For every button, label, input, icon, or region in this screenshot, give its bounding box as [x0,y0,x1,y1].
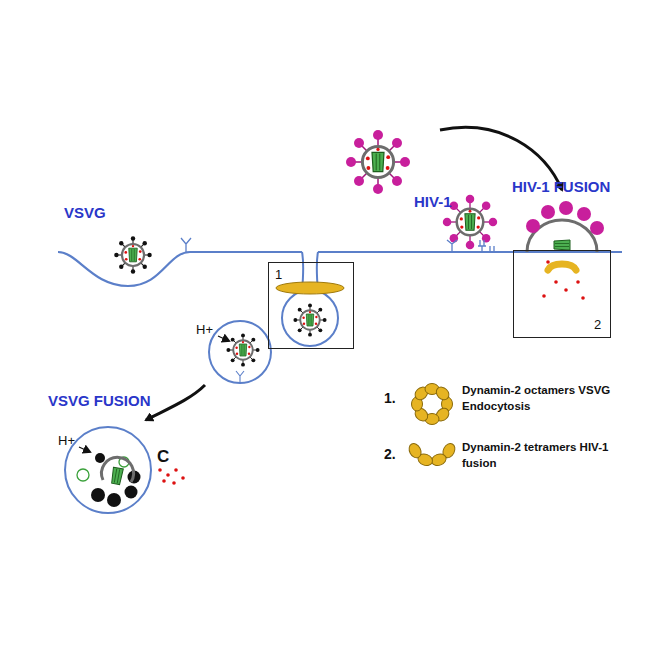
octamer-ring-symbol [404,380,460,428]
proton-label: H+ [58,433,75,448]
capsid-label: C [157,447,169,467]
legend-text: Dynamin-2 octamers VSVG Endocytosis [462,383,612,414]
callout-number: 1 [275,267,282,282]
proton-label: H+ [196,322,213,337]
virus-label: VSVG [64,204,106,221]
figure-panel-box: 1 [268,262,354,349]
figure-panel-box: 2 [513,250,611,338]
legend-text: Dynamin-2 tetramers HIV-1 fusion [462,440,612,471]
virus-label: HIV-1 [414,193,452,210]
legend-number: 2. [384,446,396,462]
process-label: HIV-1 FUSION [512,178,610,195]
process-label: VSVG FUSION [48,392,151,409]
legend-number: 1. [384,390,396,406]
tetramer-arc-symbol [404,436,460,484]
callout-number: 2 [594,317,601,332]
